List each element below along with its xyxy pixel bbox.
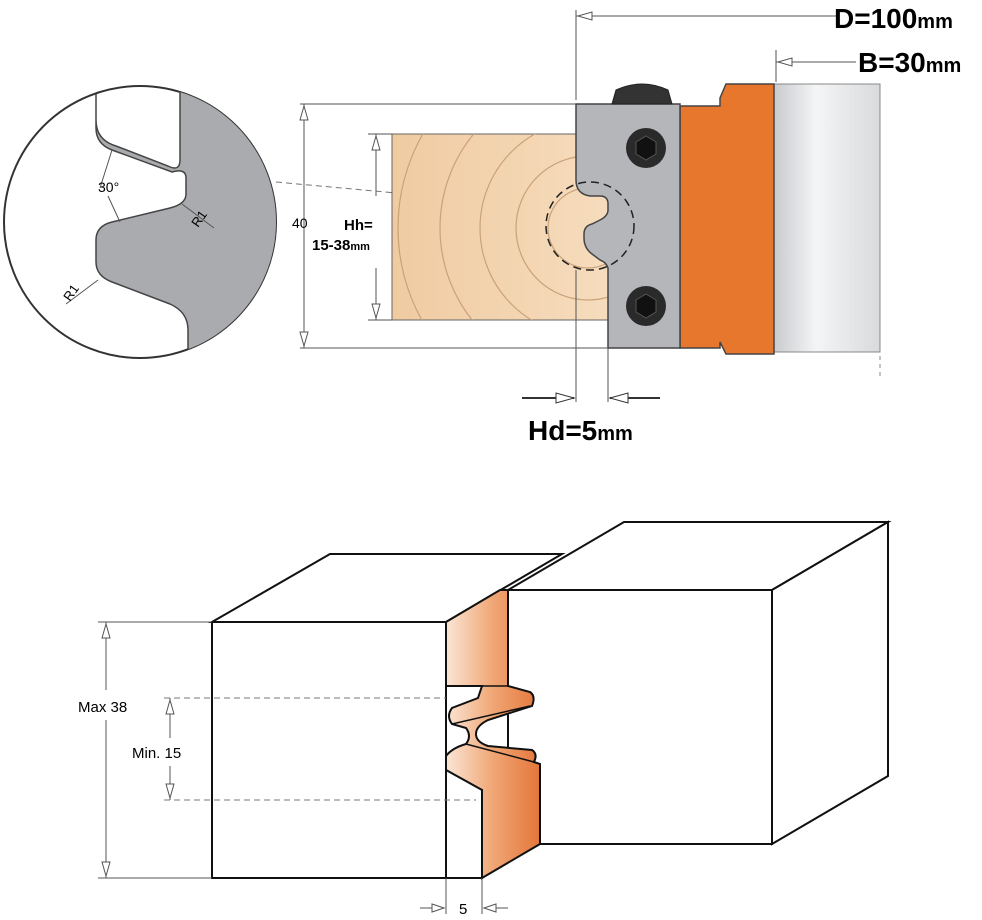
depth-5-label: 5: [459, 901, 467, 918]
wood-workpiece: [391, 133, 609, 321]
dim-Hh: Hh= 15-38mm: [312, 133, 392, 321]
dim-B: B=30mm: [775, 47, 961, 82]
dim-Hh-value: 15-38mm: [312, 237, 370, 254]
cutter-body-orange: [679, 83, 775, 355]
dim-40: 40: [292, 103, 608, 349]
dim-depth-5: 5: [420, 878, 508, 918]
dim-Hd-value: Hd=5mm: [528, 415, 633, 446]
detail-circle: 30° R1 R1: [3, 85, 277, 359]
right-block-front: [507, 589, 773, 845]
dim-max-38: Max 38: [78, 621, 212, 879]
dim-Hd: Hd=5mm: [522, 270, 660, 446]
screw-top: [626, 128, 666, 168]
detail-marker-circle: [545, 181, 635, 271]
joint-3d-view: [164, 520, 892, 880]
dim-Hh-label: Hh=: [344, 217, 373, 234]
left-block-front: [211, 621, 447, 879]
min-15-label: Min. 15: [132, 745, 181, 762]
arbor-shaft: [773, 83, 881, 353]
screw-bottom: [626, 286, 666, 326]
dim-min-15: Min. 15: [132, 698, 181, 800]
dim-40-value: 40: [292, 215, 308, 231]
dim-D: D=100mm: [575, 3, 953, 100]
joint-profile-face: [445, 589, 541, 880]
max-38-label: Max 38: [78, 699, 127, 716]
detail-angle-label: 30°: [98, 179, 119, 195]
dim-D-value: D=100mm: [834, 3, 953, 34]
cutter-tool: [545, 83, 881, 380]
clamp-nut: [611, 83, 673, 105]
dim-B-value: B=30mm: [858, 47, 961, 78]
